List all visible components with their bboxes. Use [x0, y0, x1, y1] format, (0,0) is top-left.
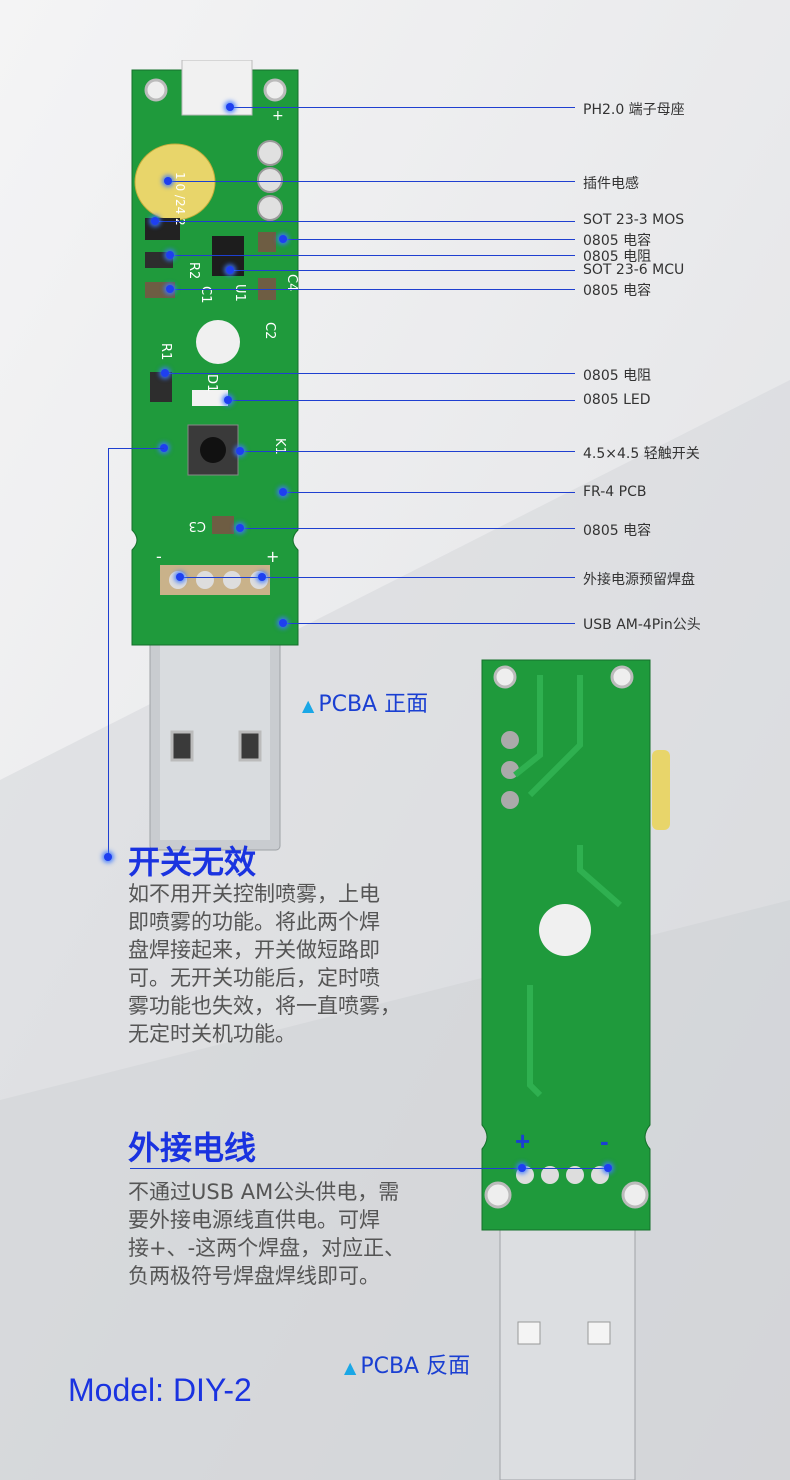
callout-dot: [151, 217, 159, 225]
callout-dot: [279, 488, 287, 496]
callout-line: [170, 255, 575, 256]
callout-label-cap2: 0805 电容: [583, 283, 652, 299]
silk-k1: K1: [272, 438, 287, 455]
text-line: 如不用开关控制喷雾，上电: [128, 882, 380, 906]
callout-line: [240, 528, 575, 529]
caption-back: ▲PCBA 反面: [344, 1348, 470, 1380]
silk-r2: R2: [186, 262, 201, 279]
pcba-back: [481, 659, 670, 1480]
callout-dot: [518, 1164, 526, 1172]
text-line: 不通过USB AM公头供电，需: [128, 1180, 400, 1204]
callout-line: [108, 448, 109, 858]
silk-minus: -: [156, 547, 162, 566]
switch-section-text: 如不用开关控制喷雾，上电 即喷雾的功能。将此两个焊 盘焊接起来，开关做短路即 可…: [128, 880, 401, 1048]
callout-label-cap3: 0805 电容: [583, 523, 652, 539]
callout-dot: [226, 266, 234, 274]
silk-u1: U1: [232, 284, 247, 302]
external-section-title: 外接电线: [128, 1129, 257, 1167]
callout-line: [165, 373, 575, 374]
callout-line: [283, 239, 575, 240]
callout-line: [230, 107, 575, 108]
callout-label-switch: 4.5×4.5 轻触开关: [583, 446, 700, 462]
callout-dot: [236, 524, 244, 532]
callout-line: [283, 623, 575, 624]
callout-label-led: 0805 LED: [583, 392, 651, 408]
text-line: 即喷雾的功能。将此两个焊: [128, 910, 380, 934]
callout-dot: [258, 573, 266, 581]
callout-dot: [104, 853, 112, 861]
text-line: 无定时关机功能。: [128, 1022, 296, 1046]
silk-c1: C1: [198, 286, 213, 303]
callout-dot: [279, 619, 287, 627]
callout-dot: [160, 444, 168, 452]
callout-line: [168, 181, 575, 182]
pcba-front: 1.0 /24 2 + R2 U1 C1 C4 C2 R1 D1 K1 C3 +…: [131, 60, 299, 851]
callout-label-pads: 外接电源预留焊盘: [583, 572, 695, 588]
back-plus-mark: +: [515, 1126, 531, 1156]
silk-top: 1.0 /24 2: [173, 172, 187, 226]
silk-d1: D1: [204, 374, 219, 392]
callout-line: [170, 289, 575, 290]
callout-dot: [166, 285, 174, 293]
callout-dot: [604, 1164, 612, 1172]
caption-front: ▲PCBA 正面: [302, 686, 428, 718]
callout-label-pcb: FR-4 PCB: [583, 484, 647, 500]
silk-r1: R1: [158, 343, 173, 360]
triangle-icon: ▲: [302, 696, 315, 715]
text-line: 盘焊接起来，开关做短路即: [128, 938, 380, 962]
text-line: 雾功能也失效，将一直喷雾，: [128, 994, 401, 1018]
callout-line: [130, 1168, 610, 1169]
callout-line: [230, 270, 575, 271]
silk-c2: C2: [262, 322, 277, 339]
callout-label-usb: USB AM-4Pin公头: [583, 617, 701, 633]
callout-dot: [236, 447, 244, 455]
callout-label-res1: 0805 电阻: [583, 249, 652, 265]
callout-line: [155, 221, 575, 222]
callout-label-mcu: SOT 23-6 MCU: [583, 262, 685, 278]
callout-line: [228, 400, 575, 401]
silk-pin: +: [272, 108, 284, 124]
callout-dot: [164, 177, 172, 185]
callout-label-connector: PH2.0 端子母座: [583, 102, 685, 118]
text-line: 要外接电源线直供电。可焊: [128, 1208, 380, 1232]
callout-dot: [279, 235, 287, 243]
callout-label-mos: SOT 23-3 MOS: [583, 212, 685, 228]
external-section-text: 不通过USB AM公头供电，需 要外接电源线直供电。可焊 接+、-这两个焊盘，对…: [128, 1178, 405, 1290]
callout-dot: [166, 251, 174, 259]
text-line: 可。无开关功能后，定时喷: [128, 966, 380, 990]
text-line: 负两极符号焊盘焊线即可。: [128, 1264, 380, 1288]
callout-dot: [176, 573, 184, 581]
callout-label-cap1: 0805 电容: [583, 233, 652, 249]
caption-back-text: PCBA 反面: [360, 1354, 471, 1379]
callout-line: [240, 451, 575, 452]
callout-line: [108, 448, 164, 449]
silk-plus: +: [266, 547, 279, 566]
callout-dot: [161, 369, 169, 377]
caption-front-text: PCBA 正面: [318, 692, 429, 717]
callout-dot: [226, 103, 234, 111]
silk-c3: C3: [189, 518, 206, 533]
callout-label-res2: 0805 电阻: [583, 368, 652, 384]
back-minus-mark: -: [600, 1126, 609, 1156]
callout-line: [180, 577, 575, 578]
text-line: 接+、-这两个焊盘，对应正、: [128, 1236, 406, 1260]
model-label: Model: DIY-2: [68, 1372, 252, 1408]
silk-c4: C4: [284, 274, 299, 291]
callout-line: [283, 492, 575, 493]
triangle-icon: ▲: [344, 1358, 357, 1377]
callout-dot: [224, 396, 232, 404]
callout-label-inductor: 插件电感: [583, 176, 639, 192]
switch-section-title: 开关无效: [128, 843, 257, 881]
